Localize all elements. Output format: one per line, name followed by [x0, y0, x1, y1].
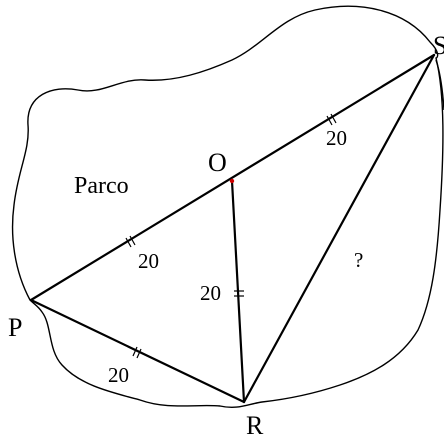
center-point-O: [229, 178, 235, 184]
length-label-OS: 20: [326, 126, 347, 150]
tick-OR: [234, 290, 244, 297]
segment-PS: [29, 53, 436, 302]
segment-PR: [29, 298, 246, 404]
tick-PO: [125, 235, 136, 248]
tick-PR: [132, 346, 142, 359]
length-label-PR: 20: [108, 363, 129, 387]
point-label-R: R: [246, 411, 264, 437]
park-label: Parco: [74, 173, 129, 199]
point-label-S: S: [433, 31, 444, 60]
length-label-OR: 20: [200, 281, 221, 305]
length-label-RS: ?: [354, 248, 363, 272]
point-label-P: P: [8, 313, 22, 342]
point-label-O: O: [208, 148, 227, 177]
segment-RS: [242, 53, 436, 404]
park-boundary: [11, 5, 444, 409]
tick-OS: [326, 113, 337, 126]
length-label-PO: 20: [138, 249, 159, 273]
